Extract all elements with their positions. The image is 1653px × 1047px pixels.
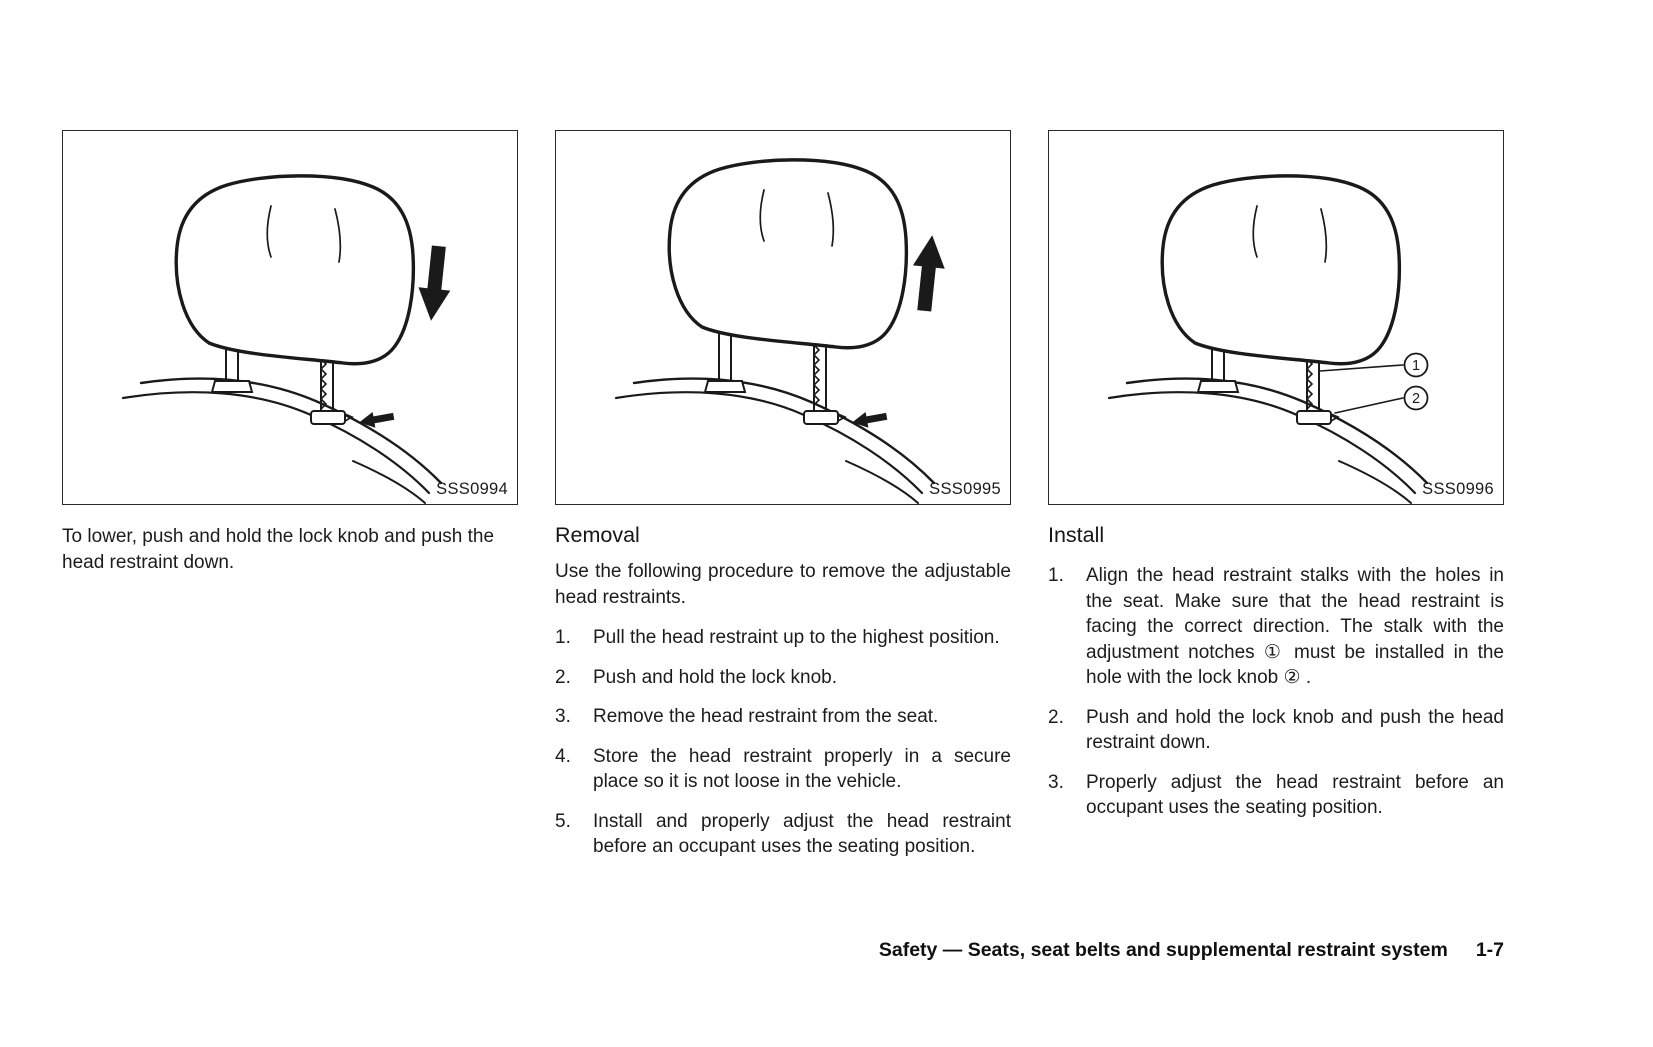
step-number: 5. <box>555 810 571 832</box>
column-lower: SSS0994 To lower, push and hold the lock… <box>62 130 518 874</box>
step-text: Pull the head restraint up to the highes… <box>593 627 1000 648</box>
step-text: Align the head restraint stalks with the… <box>1086 565 1504 688</box>
install-step: 3. Properly adjust the head restraint be… <box>1048 770 1504 821</box>
figure-label: SSS0996 <box>1422 480 1494 498</box>
callout-2-circle-icon <box>1403 385 1429 411</box>
removal-step: 3. Remove the head restraint from the se… <box>555 704 1011 730</box>
figure-lower-headrest: SSS0994 <box>62 130 518 505</box>
install-step: 2. Push and hold the lock knob and push … <box>1048 705 1504 756</box>
lower-caption: To lower, push and hold the lock knob an… <box>62 526 495 573</box>
headrest-install-drawing: 1 2 <box>1107 174 1429 504</box>
removal-heading: Removal <box>555 523 640 547</box>
step-text: Push and hold the lock knob. <box>593 666 838 688</box>
page-number: 1-7 <box>1475 939 1504 961</box>
content-columns: SSS0994 To lower, push and hold the lock… <box>62 130 1504 874</box>
down-arrow-icon <box>418 245 451 321</box>
up-arrow-icon <box>912 235 945 312</box>
install-heading: Install <box>1048 523 1105 547</box>
column-install: 1 2 SSS0996 Install 1. Align the head re… <box>1048 130 1504 874</box>
removal-intro: Use the following procedure to remove th… <box>555 561 1011 608</box>
callout-1-label: 1 <box>1412 358 1420 374</box>
column-removal: SSS0995 Removal Use the following proced… <box>555 130 1011 874</box>
install-steps: 1. Align the head restraint stalks with … <box>1048 563 1504 821</box>
step-text: Store the head restraint properly in a s… <box>593 745 1011 793</box>
figure-remove-headrest: SSS0995 <box>555 130 1011 505</box>
step-number: 1. <box>555 627 571 648</box>
figure-label: SSS0995 <box>929 480 1001 498</box>
figure-install-headrest: 1 2 SSS0996 <box>1048 130 1504 505</box>
step-number: 2. <box>555 666 571 688</box>
headrest-removal-drawing <box>614 158 945 504</box>
step-number: 3. <box>555 706 571 727</box>
step-number: 1. <box>1048 565 1064 586</box>
figure-label: SSS0994 <box>436 480 508 498</box>
removal-step: 1. Pull the head restraint up to the hig… <box>555 625 1011 651</box>
removal-steps: 1. Pull the head restraint up to the hig… <box>555 625 1011 860</box>
step-number: 3. <box>1048 771 1064 793</box>
install-step: 1. Align the head restraint stalks with … <box>1048 563 1504 691</box>
removal-step: 5. Install and properly adjust the head … <box>555 809 1011 860</box>
lock-knob-arrow-icon <box>852 411 888 428</box>
step-text: Install and properly adjust the head res… <box>593 810 1011 858</box>
callout-1-circle-icon <box>1403 352 1429 378</box>
page-footer: Safety — Seats, seat belts and supplemen… <box>879 939 1504 962</box>
step-text: Properly adjust the head restraint befor… <box>1086 771 1504 819</box>
removal-step: 2. Push and hold the lock knob. <box>555 665 1011 691</box>
step-number: 4. <box>555 745 571 767</box>
step-text: Push and hold the lock knob and push the… <box>1086 706 1504 754</box>
step-text: Remove the head restraint from the seat. <box>593 706 939 727</box>
headrest-lower-drawing <box>121 174 451 504</box>
footer-section-title: Safety — Seats, seat belts and supplemen… <box>878 939 1448 961</box>
lock-knob-arrow-icon <box>359 411 395 428</box>
removal-step: 4. Store the head restraint properly in … <box>555 744 1011 795</box>
callout-2-label: 2 <box>1412 391 1420 407</box>
step-number: 2. <box>1048 706 1064 728</box>
